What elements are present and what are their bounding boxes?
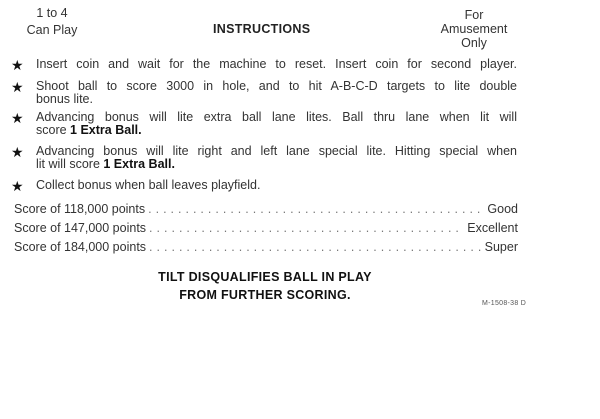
leader-dots: ........................................…: [148, 202, 485, 216]
card-code: M-1508-38 D: [482, 300, 527, 307]
score-rating: Excellent: [467, 221, 518, 235]
amusement-notice: For Amusement Only: [430, 8, 518, 50]
score-row: Score of 147,000 points ................…: [14, 221, 518, 235]
tilt-warning: TILT DISQUALIFIES BALL IN PLAY FROM FURT…: [0, 268, 530, 304]
tilt-line: FROM FURTHER SCORING.: [179, 288, 351, 302]
instruction-emphasis: 1 Extra Ball.: [70, 123, 142, 137]
instruction-line: Collect bonus when ball leaves playfield…: [36, 178, 261, 192]
star-icon: ★: [11, 178, 24, 194]
instruction-line: Advancing bonus will lite extra ball lan…: [36, 110, 517, 124]
score-label: Score of 118,000 points: [14, 202, 146, 216]
instruction-line: Shoot ball to score 3000 in hole, and to…: [36, 79, 517, 93]
instruction-emphasis: 1 Extra Ball.: [103, 157, 175, 171]
instruction-text: score: [36, 123, 71, 137]
score-rating: Super: [484, 240, 518, 254]
amusement-line: Amusement: [440, 22, 508, 36]
leader-dots: ........................................…: [149, 240, 482, 254]
score-rating: Good: [487, 202, 518, 216]
star-icon: ★: [11, 110, 24, 126]
instruction-line: lit will score 1 Extra Ball.: [36, 158, 517, 171]
players-label: Can Play: [26, 23, 78, 37]
score-row: Score of 118,000 points ................…: [14, 202, 518, 216]
instruction-text: lit will score: [36, 157, 104, 171]
instruction-line: Insert coin and wait for the machine to …: [36, 57, 517, 71]
tilt-line: TILT DISQUALIFIES BALL IN PLAY: [158, 270, 372, 284]
instruction-line: bonus lite.: [36, 92, 93, 106]
page-title: INSTRUCTIONS: [213, 22, 311, 36]
amusement-line: For: [464, 8, 484, 22]
score-row: Score of 184,000 points ................…: [14, 240, 518, 254]
star-icon: ★: [11, 144, 24, 160]
amusement-line: Only: [461, 36, 487, 50]
instruction-line: Advancing bonus will lite right and left…: [36, 144, 517, 158]
score-label: Score of 147,000 points: [14, 221, 147, 235]
star-icon: ★: [11, 79, 24, 95]
star-icon: ★: [11, 57, 24, 73]
score-label: Score of 184,000 points: [14, 240, 147, 254]
leader-dots: ........................................…: [149, 221, 464, 235]
players-info: 1 to 4 Can Play: [14, 6, 90, 37]
instruction-line: score 1 Extra Ball.: [36, 124, 517, 137]
players-count: 1 to 4: [36, 6, 68, 20]
